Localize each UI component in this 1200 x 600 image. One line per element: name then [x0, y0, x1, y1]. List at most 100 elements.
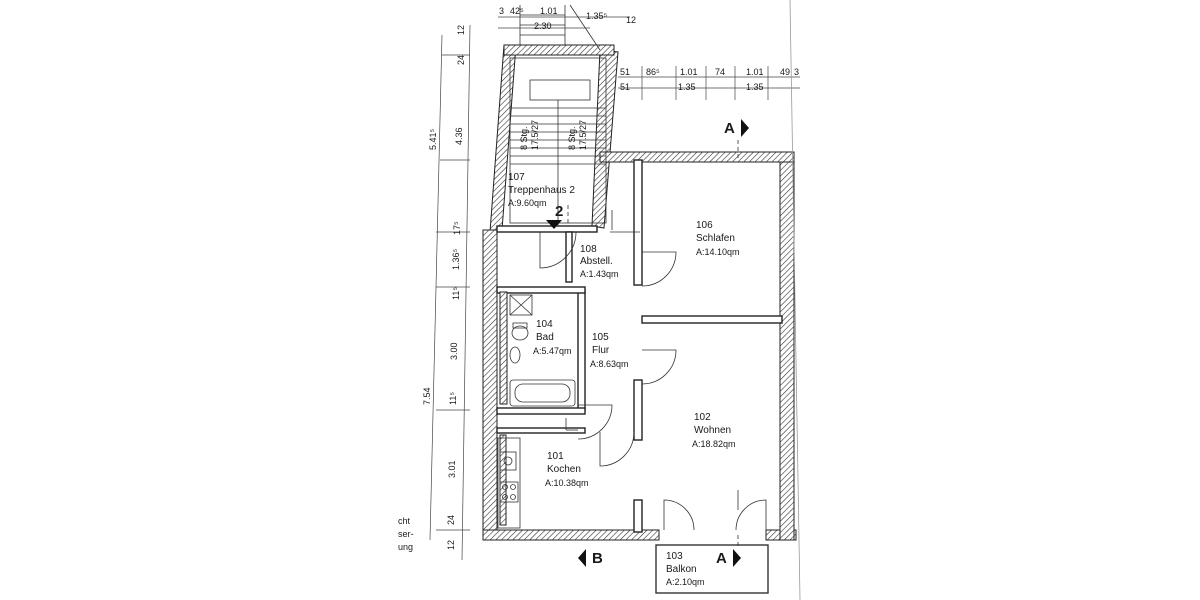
kitchen-fixtures [497, 434, 521, 529]
room-area: A:10.38qm [545, 478, 589, 488]
kitchen-wall-tiles [499, 434, 507, 526]
svg-text:12: 12 [456, 25, 466, 35]
svg-text:12: 12 [446, 540, 456, 550]
room-area: A:18.82qm [692, 439, 736, 449]
stove-icon [499, 481, 519, 503]
svg-text:4.36: 4.36 [454, 127, 464, 145]
right-exterior-wall [779, 154, 795, 541]
door-kitchen [599, 431, 635, 467]
room-area: A:14.10qm [696, 247, 740, 257]
shower [509, 294, 533, 316]
door-balcony-left [663, 499, 695, 531]
room-number: 101 [547, 451, 564, 462]
section-marker-b: B [578, 549, 603, 567]
svg-text:49: 49 [780, 67, 790, 77]
svg-text:42⁵: 42⁵ [510, 6, 524, 16]
room-name: Flur [592, 345, 610, 356]
neighbor-boundary [789, 0, 801, 600]
stair-labels: 8 Stg. 17.5/27 8 Stg. 17.5/27 [519, 120, 588, 150]
svg-text:86⁵: 86⁵ [646, 67, 660, 77]
room-number: 105 [592, 332, 609, 343]
svg-text:51: 51 [620, 82, 630, 92]
door-living [641, 349, 677, 385]
room-name: Balkon [666, 564, 697, 575]
stair-right-ratio: 17.5/27 [578, 120, 588, 150]
wall-bedroom-bottom [641, 315, 783, 324]
svg-text:24: 24 [446, 515, 456, 525]
dimension-lines [429, 16, 800, 561]
svg-text:51: 51 [620, 67, 630, 77]
wall-stair-bottom [496, 225, 598, 233]
svg-text:2: 2 [555, 203, 563, 220]
left-note: cht ser- ung [398, 516, 414, 552]
svg-text:ser-: ser- [398, 529, 414, 539]
door-balcony-right [735, 499, 767, 531]
section-marker-a-top: A [724, 119, 749, 160]
door-stairs [539, 231, 577, 269]
room-label-balcony: 103 Balkon A:2.10qm [666, 551, 705, 587]
svg-text:ung: ung [398, 542, 413, 552]
bath-wall-tiles [499, 291, 508, 405]
room-name: Abstell. [580, 256, 613, 267]
bottom-exterior-wall [482, 529, 660, 541]
stair-top-wall [503, 44, 615, 56]
svg-text:A: A [716, 550, 727, 567]
kitchen-sink-icon [499, 451, 517, 471]
inner-walls [496, 159, 783, 533]
svg-text:1.35: 1.35 [746, 82, 764, 92]
svg-text:1.35⁵: 1.35⁵ [586, 11, 608, 21]
room-name: Treppenhaus 2 [508, 185, 575, 196]
balcony [655, 544, 769, 594]
svg-text:1.01: 1.01 [680, 67, 698, 77]
dimension-right: 51 86⁵ 1.01 74 1.01 49 3 51 1.35 1.35 [620, 67, 799, 92]
svg-text:3: 3 [794, 67, 799, 77]
room-label-stairs: 107 Treppenhaus 2 A:9.60qm [508, 172, 575, 208]
room-label-kitchen: 101 Kochen A:10.38qm [545, 451, 589, 488]
room-area: A:9.60qm [508, 198, 547, 208]
svg-text:B: B [592, 550, 603, 567]
wall-kitchen-right [633, 499, 643, 533]
room-number: 107 [508, 172, 525, 183]
room-name: Kochen [547, 464, 581, 475]
room-label-storage: 108 Abstell. A:1.43qm [580, 244, 619, 279]
svg-text:1.01: 1.01 [746, 67, 764, 77]
room-area: A:5.47qm [533, 346, 572, 356]
svg-text:5.41⁵: 5.41⁵ [428, 128, 438, 150]
svg-text:A: A [724, 120, 735, 137]
room-label-bedroom: 106 Schlafen A:14.10qm [696, 220, 740, 257]
left-exterior-wall [482, 229, 498, 539]
room-name: Schlafen [696, 233, 735, 244]
bathtub-icon [509, 379, 576, 407]
kitchen-counter [497, 437, 521, 529]
svg-text:24: 24 [456, 55, 466, 65]
room-number: 108 [580, 244, 597, 255]
svg-text:2.30: 2.30 [534, 21, 552, 31]
svg-text:17⁵: 17⁵ [452, 221, 462, 235]
stair-right-wall [591, 49, 619, 229]
svg-text:3.00: 3.00 [449, 342, 459, 360]
dimension-top: 3 42⁵ 1.01 1.35⁵ 12 2.30 [499, 6, 636, 31]
svg-text:11⁵: 11⁵ [448, 392, 458, 405]
room-name: Wohnen [694, 425, 731, 436]
room-area: A:8.63qm [590, 359, 629, 369]
svg-text:74: 74 [715, 67, 725, 77]
stair-marker: 2 [546, 203, 569, 229]
room-number: 104 [536, 319, 553, 330]
wall-bath-top [496, 286, 586, 294]
room-number: 106 [696, 220, 713, 231]
room-label-hall: 105 Flur A:8.63qm [590, 332, 629, 369]
room-number: 102 [694, 412, 711, 423]
svg-text:1.35: 1.35 [678, 82, 696, 92]
stair-left-ratio: 17.5/27 [530, 120, 540, 150]
sink-icon [509, 346, 521, 364]
room-label-bath: 104 Bad A:5.47qm [533, 319, 572, 356]
room-number: 103 [666, 551, 683, 562]
wall-storage-left [565, 231, 573, 283]
bath-fixtures [499, 291, 576, 407]
door-bedroom [641, 251, 677, 287]
svg-text:cht: cht [398, 516, 411, 526]
dimension-left: 5.41⁵ 7.54 12 24 4.36 17⁵ 1.36⁵ 11⁵ 3.00… [422, 25, 466, 550]
wall-bedroom-left [633, 159, 643, 286]
section-marker-a-bottom: A [716, 535, 741, 567]
